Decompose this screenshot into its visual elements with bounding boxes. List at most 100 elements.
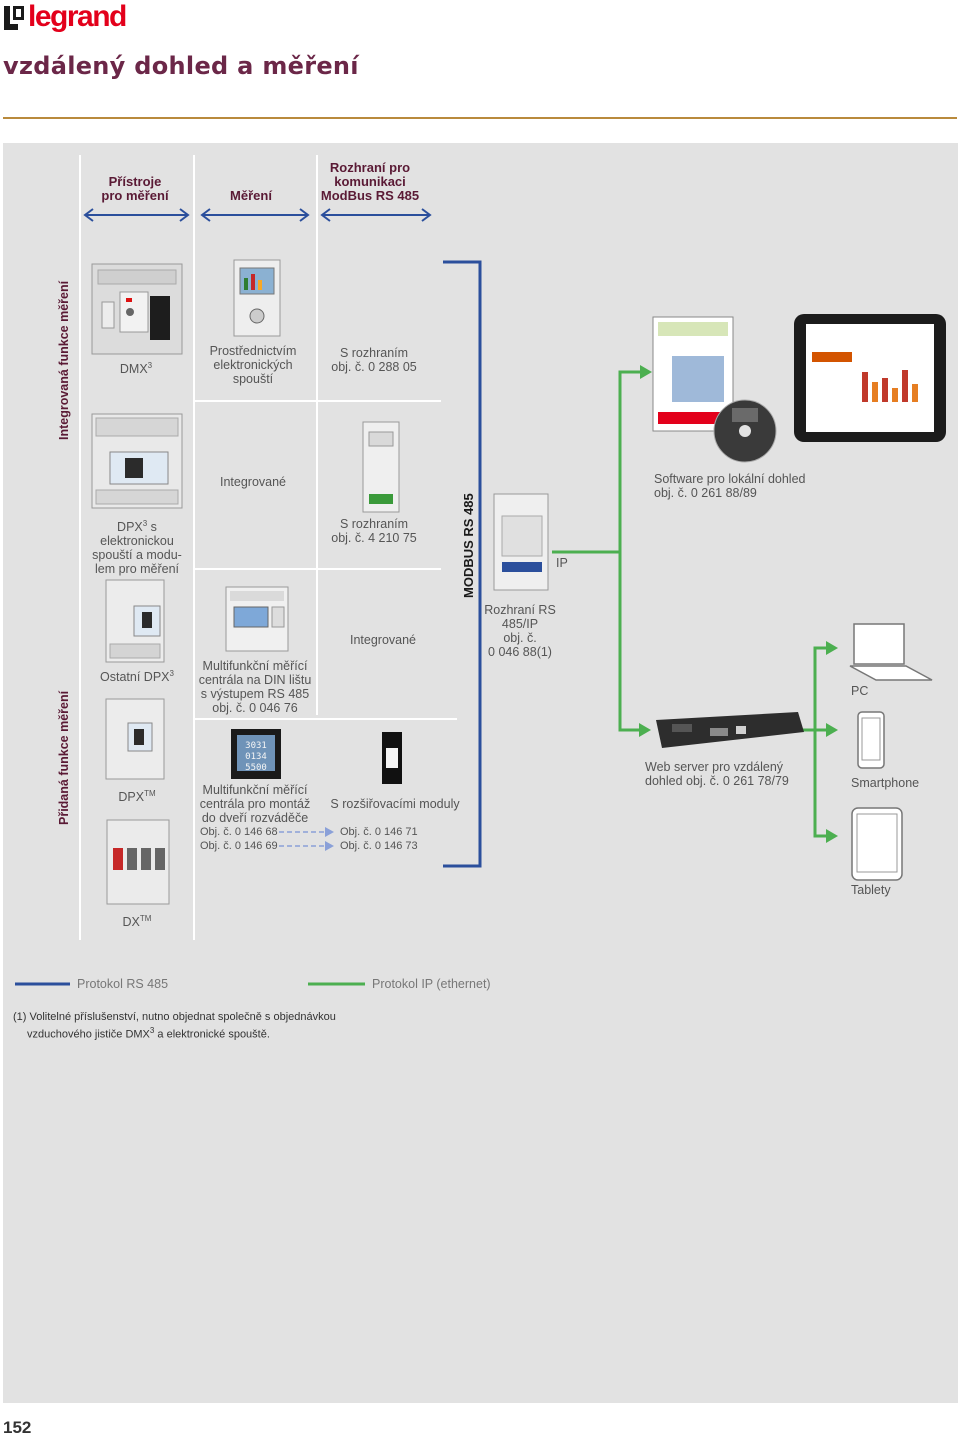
dmx-measurement-text: Prostřednictvím elektronických spouští [198, 344, 308, 386]
dpx3-electronic-image [91, 413, 183, 509]
text-line: S rozhraním [339, 517, 409, 531]
legend-ip-label: Protokol IP (ethernet) [372, 977, 491, 991]
trip-unit-image [233, 259, 281, 337]
text-line: do dveří rozváděče [201, 811, 309, 825]
text-part: a elektronické spouště. [154, 1028, 270, 1041]
text-line: obj. č. 0 261 88/89 [654, 486, 757, 500]
header-line: Rozhraní pro [329, 160, 411, 175]
dpx3-other-image [105, 579, 165, 663]
dashed-arrows [279, 831, 326, 847]
smartphone-icon [857, 711, 885, 769]
text-line: centrála pro montáž [199, 797, 311, 811]
dmx-sup: 3 [147, 361, 153, 370]
dpx-electronic-label: DPX3 s elektronickou spouští a modu- lem… [82, 517, 192, 576]
tablet-software-image [794, 314, 946, 442]
column-divider [316, 155, 318, 715]
legrand-logo-icon [4, 6, 24, 30]
dpx-interface-text: S rozhraním obj. č. 4 210 75 [320, 517, 428, 545]
modbus-bus-line [443, 260, 482, 868]
text-part: DX [122, 915, 140, 930]
extension-modules-text: S rozšiřovacími moduly [330, 797, 460, 811]
pc-label: PC [851, 684, 869, 698]
text-line: spouští [232, 372, 274, 386]
text-line: obj. č. 0 046 76 [212, 701, 298, 715]
dmx-interface-text: S rozhraním obj. č. 0 288 05 [320, 346, 428, 374]
ref-line: Obj. č. 0 146 68 [200, 826, 278, 838]
text-line: obj. č. [503, 631, 537, 645]
door-central-image: 3031 0134 5500 [231, 729, 281, 779]
footnote-line: (1) Volitelné příslušenství, nutno objed… [13, 1011, 336, 1023]
din-central-text: Multifunkční měřící centrála na DIN lišt… [196, 659, 314, 715]
logo-text: legrand [28, 0, 127, 33]
dmx-label: DMX3 [82, 359, 190, 376]
pc-laptop-icon [849, 623, 933, 681]
row-divider [195, 718, 457, 720]
tablet-label: Tablety [851, 883, 891, 897]
legrand-logo: legrand [4, 0, 134, 34]
door-central-text: Multifunkční měřící centrála pro montáž … [196, 783, 314, 825]
text-line: Multifunkční měřící [202, 783, 308, 797]
text-part: s elektronickou [100, 520, 174, 549]
text-sup: 3 [169, 669, 174, 678]
column-header-instruments: Přístroje pro měření [90, 175, 180, 203]
extension-module-image [382, 732, 402, 784]
text-line: Multifunkční měřící [202, 659, 308, 673]
din-central-image [225, 586, 289, 652]
text-line: DPX3 s elektronickou [82, 517, 192, 548]
text-line: s výstupem RS 485 [200, 687, 310, 701]
title-divider [3, 117, 957, 119]
smartphone-label: Smartphone [851, 776, 920, 790]
text-line: 0 046 88(1) [488, 645, 552, 659]
software-box-image [652, 316, 734, 432]
text-part: Ostatní DPX [100, 670, 170, 685]
integrated-label: Integrované [349, 633, 417, 647]
row-divider [195, 400, 441, 402]
dpx-tm-image [105, 698, 165, 780]
tablet-icon [851, 807, 903, 881]
text-sup: 3 [142, 519, 148, 528]
footnote-line: vzduchového jističe DMX3 a elektronické … [13, 1024, 336, 1042]
column-divider [79, 155, 81, 940]
legend-rs485-label: Protokol RS 485 [77, 977, 169, 991]
text-line: obj. č. 0 288 05 [331, 360, 417, 374]
software-cd-image [713, 399, 777, 463]
text-line: Prostřednictvím [209, 344, 297, 358]
column-header-interface: Rozhraní pro komunikaci ModBus RS 485 [318, 161, 422, 203]
text-line: centrála na DIN lištu [198, 673, 312, 687]
text-line: obj. č. 4 210 75 [331, 531, 417, 545]
ip-arrow-heads [639, 365, 838, 843]
text-part: vzduchového jističe DMX [27, 1028, 150, 1041]
column-divider [193, 155, 195, 940]
svg-text:0134: 0134 [245, 752, 267, 762]
text-sup: TM [139, 914, 152, 923]
text-line: S rozhraním [339, 346, 409, 360]
ref-line: Obj. č. 0 146 69 [200, 840, 278, 852]
integrated-label: Integrované [219, 475, 287, 489]
dmx-breaker-image [91, 263, 183, 355]
ref-line: Obj. č. 0 146 73 [340, 840, 418, 852]
header-line: ModBus RS 485 [320, 188, 420, 203]
text-sup: TM [144, 789, 156, 798]
page-number: 152 [3, 1418, 32, 1437]
dmx-name: DMX [119, 362, 148, 377]
row-divider [195, 568, 441, 570]
text-line: Web server pro vzdálený [645, 760, 784, 774]
text-sup: 3 [149, 1026, 155, 1035]
header-line: komunikaci [334, 174, 406, 189]
column-header-measurement: Měření [230, 188, 272, 203]
modbus-bus-label: MODBUS RS 485 [461, 493, 476, 598]
text-line: spouští a modu- [92, 548, 182, 563]
ip-label: IP [556, 556, 568, 570]
header-line: Přístroje [108, 174, 162, 189]
other-dpx-label: Ostatní DPX3 [82, 667, 192, 684]
svg-text:3031: 3031 [245, 741, 267, 751]
dx-label: DXTM [82, 912, 192, 929]
dpx-tm-label: DPXTM [82, 787, 192, 804]
text-line: dohled obj. č. 0 261 78/79 [645, 774, 789, 788]
footnote: (1) Volitelné příslušenství, nutno objed… [13, 1010, 336, 1042]
text-line: 485/IP [501, 617, 539, 631]
text-line: lem pro měření [94, 562, 180, 577]
header-line: pro měření [101, 188, 169, 203]
software-text: Software pro lokální dohled obj. č. 0 26… [654, 472, 805, 500]
